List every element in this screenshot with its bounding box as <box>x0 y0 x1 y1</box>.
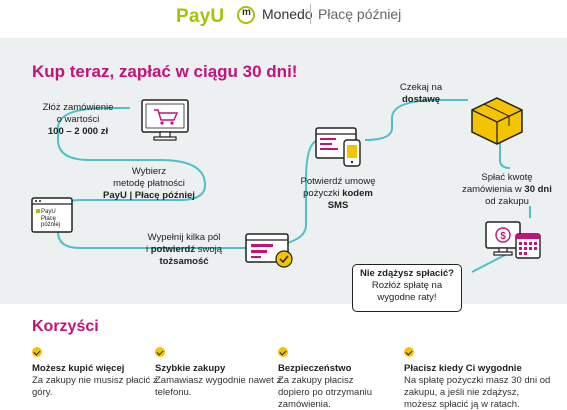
callout-line2: Rozłóż spłatę na <box>371 280 443 291</box>
payu-tile-line3: później <box>41 222 61 228</box>
step-form-text: Wypełnij kilka pól i potwierdź swoją toż… <box>128 232 240 268</box>
benefit-text: Za zakupy nie musisz płacić z góry. <box>32 375 158 398</box>
step-payment-text: Wybierz metodę płatności PayU | Płacę pó… <box>94 166 204 202</box>
step-order-text: Złóż zamówienie o wartości 100 – 2 000 z… <box>32 102 124 138</box>
package-icon <box>471 97 523 145</box>
connector-line-callout <box>471 254 506 273</box>
payu-window-icon <box>31 197 73 233</box>
place-pozniej-logo: Płacę później <box>318 6 402 22</box>
payu-logo: PayU <box>176 6 224 28</box>
step-payment-line1: Wybierz <box>131 166 167 177</box>
benefit-title: Bezpieczeństwo <box>278 363 352 374</box>
step-order-line1: Złóż zamówienie <box>42 102 114 113</box>
step-repay-days: 30 dni <box>524 184 552 195</box>
sms-phone-icon <box>315 127 361 167</box>
check-icon <box>404 347 414 357</box>
check-icon <box>278 347 288 357</box>
header: PayU Monedo Płacę później <box>0 0 567 38</box>
step-repay-line2-a: zamówienia w <box>462 184 525 195</box>
benefit-text: Za zakupy płacisz dopiero po otrzymaniu … <box>278 375 372 410</box>
check-icon <box>32 347 42 357</box>
installments-callout: Nie zdążysz spłacić? Rozłóż spłatę na wy… <box>352 264 462 312</box>
step-order-line2: o wartości <box>56 114 100 125</box>
step-form-line2-a: i <box>145 244 151 255</box>
step-sms-line2-a: pożyczki <box>303 188 343 199</box>
monedo-icon <box>237 6 255 24</box>
monedo-logo: Monedo <box>262 6 313 22</box>
payu-tile-marker <box>36 209 40 213</box>
callout-line1: Nie zdążysz spłacić? <box>360 268 454 279</box>
step-sms-code: kodem SMS <box>327 188 373 211</box>
check-icon <box>155 347 165 357</box>
step-repay-line1: Spłać kwotę <box>481 172 533 183</box>
step-form-line2: i potwierdź swoją <box>128 244 240 256</box>
payu-tile: PayU Płacę później <box>36 209 60 229</box>
connector-line-right <box>499 138 511 169</box>
benefits-title: Korzyści <box>32 318 99 335</box>
step-form-line1: Wypełnij kilka pól <box>147 232 221 243</box>
step-repay-line2: zamówienia w 30 dni <box>452 184 562 196</box>
monitor-cart-icon <box>141 99 189 141</box>
step-repay-text: Spłać kwotę zamówienia w 30 dni od zakup… <box>452 172 562 208</box>
step-sms-line2: pożyczki kodem SMS <box>292 188 384 212</box>
svg-text:$: $ <box>500 231 506 242</box>
benefit-text: Na spłatę pożyczki masz 30 dni od zakupu… <box>404 375 551 410</box>
step-delivery-line1: Czekaj na <box>399 82 443 93</box>
callout-line3: wygodne raty! <box>377 292 437 303</box>
benefit-title: Płacisz kiedy Ci wygodnie <box>404 363 522 374</box>
connector-line-left <box>57 107 321 249</box>
step-repay-line3: od zakupu <box>485 196 529 207</box>
step-delivery-line2: dostawę <box>401 94 440 105</box>
step-payment-line2: metodę płatności <box>113 178 185 189</box>
step-sms-text: Potwierdź umowę pożyczki kodem SMS <box>292 176 384 212</box>
step-sms-line1: Potwierdź umowę <box>300 176 376 187</box>
step-payment-method: PayU | Płacę później <box>103 190 195 201</box>
benefit-title: Możesz kupić więcej <box>32 363 125 374</box>
benefit-title: Szybkie zakupy <box>155 363 226 374</box>
payu-tile-line1: PayU <box>41 209 56 215</box>
connector-line-top <box>364 99 468 141</box>
step-form-line2-c: swoją <box>195 244 223 255</box>
payu-tile-line2: Płacę <box>41 215 57 222</box>
benefit-text: Zamawiasz wygodnie nawet z telefonu. <box>155 375 282 398</box>
step-form-line3: tożsamość <box>159 256 209 267</box>
form-check-icon <box>245 233 293 268</box>
step-order-amount: 100 – 2 000 zł <box>47 126 109 137</box>
monitor-payment-calendar-icon: $ <box>485 221 541 259</box>
payu-logo-text: PayU <box>176 6 225 27</box>
page-title: Kup teraz, zapłać w ciągu 30 dni! <box>32 62 298 81</box>
step-form-line2-b: potwierdź <box>150 244 196 255</box>
step-delivery-text: Czekaj na dostawę <box>390 82 452 106</box>
logo-divider <box>310 4 311 24</box>
